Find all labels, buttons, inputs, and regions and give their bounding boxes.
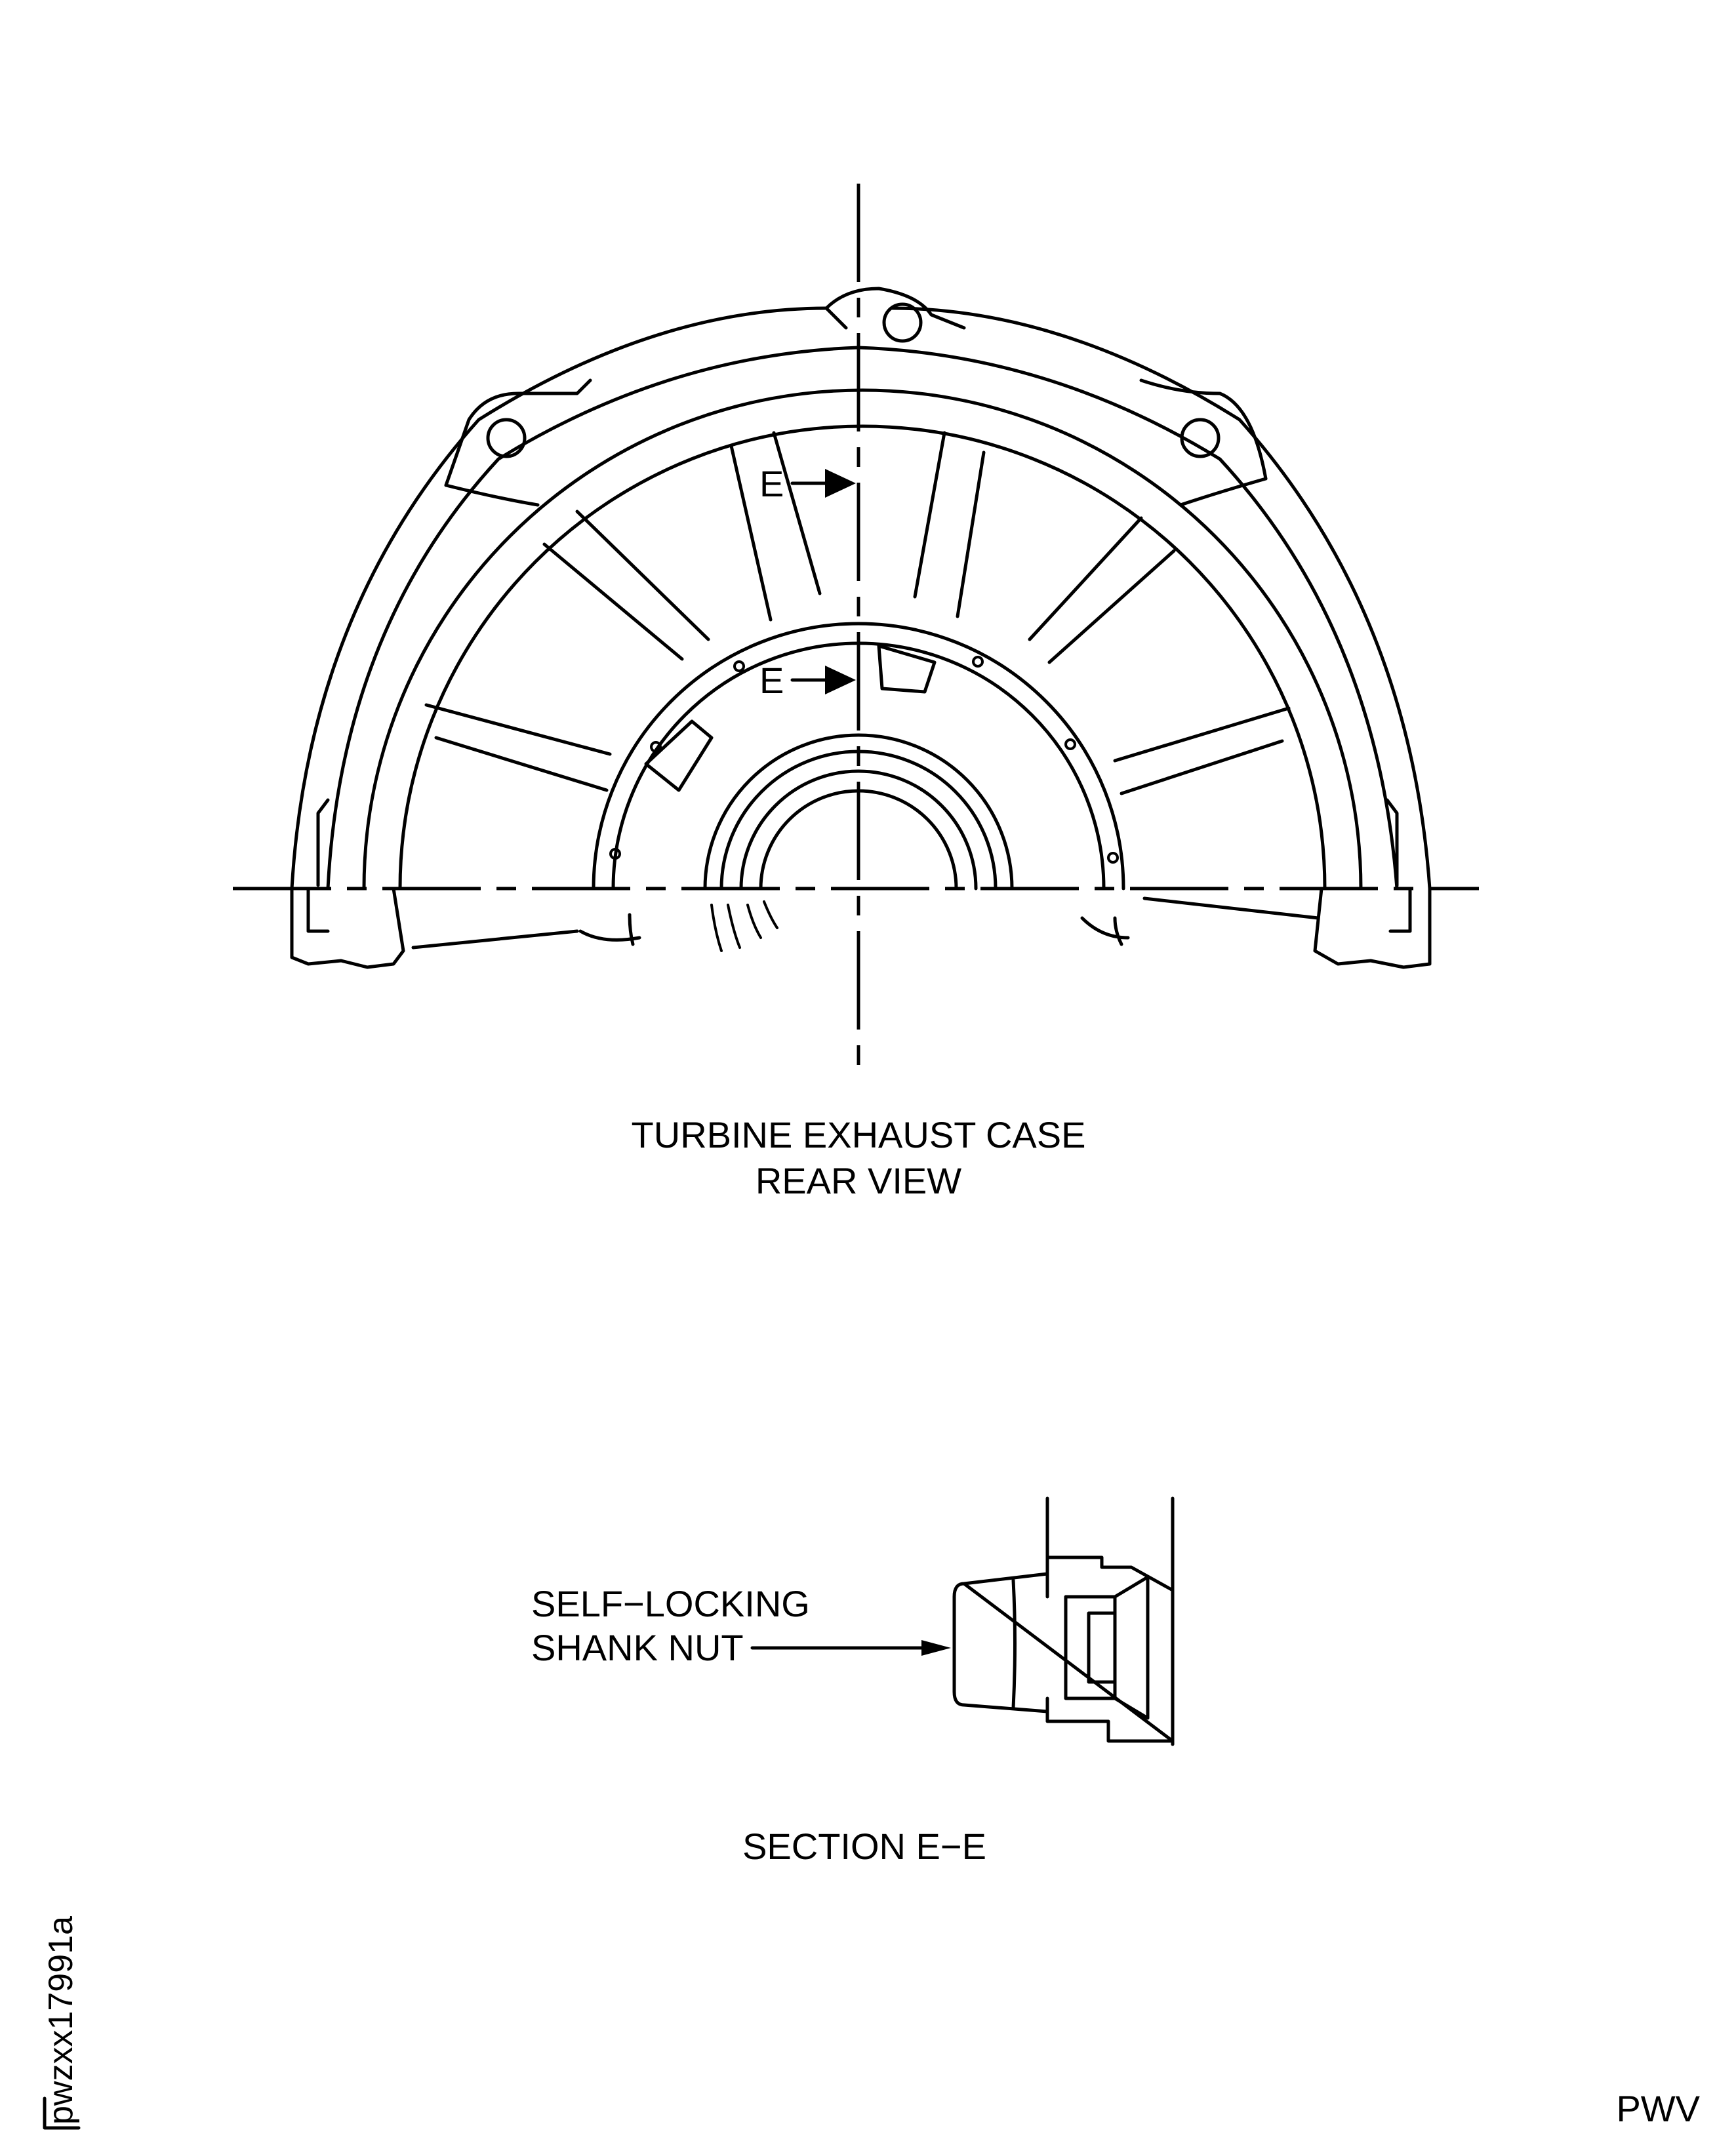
- figure-id-block: pwzxx17991a: [42, 1916, 81, 2130]
- svg-text:pwzxx17991a: pwzxx17991a: [42, 1916, 80, 2125]
- inner-hub-ring-inner: [611, 641, 1106, 891]
- mount-hole-icon: [1180, 418, 1221, 458]
- view-title-line1: TURBINE EXHAUST CASE: [632, 1114, 1086, 1155]
- mount-lug-right: [1139, 378, 1268, 507]
- hub-pad-top: [877, 644, 937, 694]
- section-title: SECTION E−E: [742, 1826, 986, 1867]
- svg-text:E: E: [759, 660, 784, 701]
- mount-lug-top: [824, 287, 966, 343]
- outer-case-shell: [290, 306, 1432, 891]
- bottom-struts-right: [1080, 916, 1130, 946]
- section-marker-lower: E: [759, 660, 856, 701]
- outer-case-inner-line: [326, 346, 1399, 891]
- hub-bolt-holes: [609, 656, 1119, 864]
- mount-lug-left: [444, 378, 592, 507]
- flange-ring-outer: [362, 388, 1363, 891]
- section-marker-upper: E: [759, 463, 856, 504]
- svg-text:SELF−LOCKING: SELF−LOCKING: [531, 1583, 810, 1624]
- right-side-flange: [1313, 887, 1432, 969]
- struts: [411, 431, 1320, 950]
- exhaust-case-rear-view: E E: [233, 184, 1479, 1079]
- hub-pad-left: [644, 719, 714, 792]
- svg-text:E: E: [759, 463, 784, 504]
- flange-ring-inner: [398, 424, 1327, 891]
- self-locking-shank-nut-callout: SELF−LOCKING SHANK NUT: [531, 1583, 951, 1668]
- section-e-e-view: [952, 1496, 1175, 1746]
- shank-nut-chamfer: [1011, 1578, 1017, 1710]
- inner-hub-ring-outer: [592, 622, 1125, 891]
- mount-hole-icon: [486, 418, 527, 458]
- left-side-flange: [290, 887, 405, 969]
- arrow-right-icon: [825, 666, 856, 694]
- bearing-housing-arcs: [703, 733, 1014, 952]
- arrow-right-icon: [921, 1640, 951, 1656]
- shank-nut-inner: [1045, 1572, 1150, 1720]
- mount-hole-icon: [882, 302, 923, 343]
- arrow-right-icon: [825, 469, 856, 498]
- left-side-step: [306, 798, 330, 933]
- svg-text:SHANK NUT: SHANK NUT: [531, 1627, 744, 1668]
- right-side-step: [1385, 798, 1412, 933]
- bottom-struts-left: [578, 913, 641, 946]
- view-title-line2: REAR VIEW: [756, 1160, 961, 1201]
- publisher-code: PWV: [1616, 2088, 1700, 2129]
